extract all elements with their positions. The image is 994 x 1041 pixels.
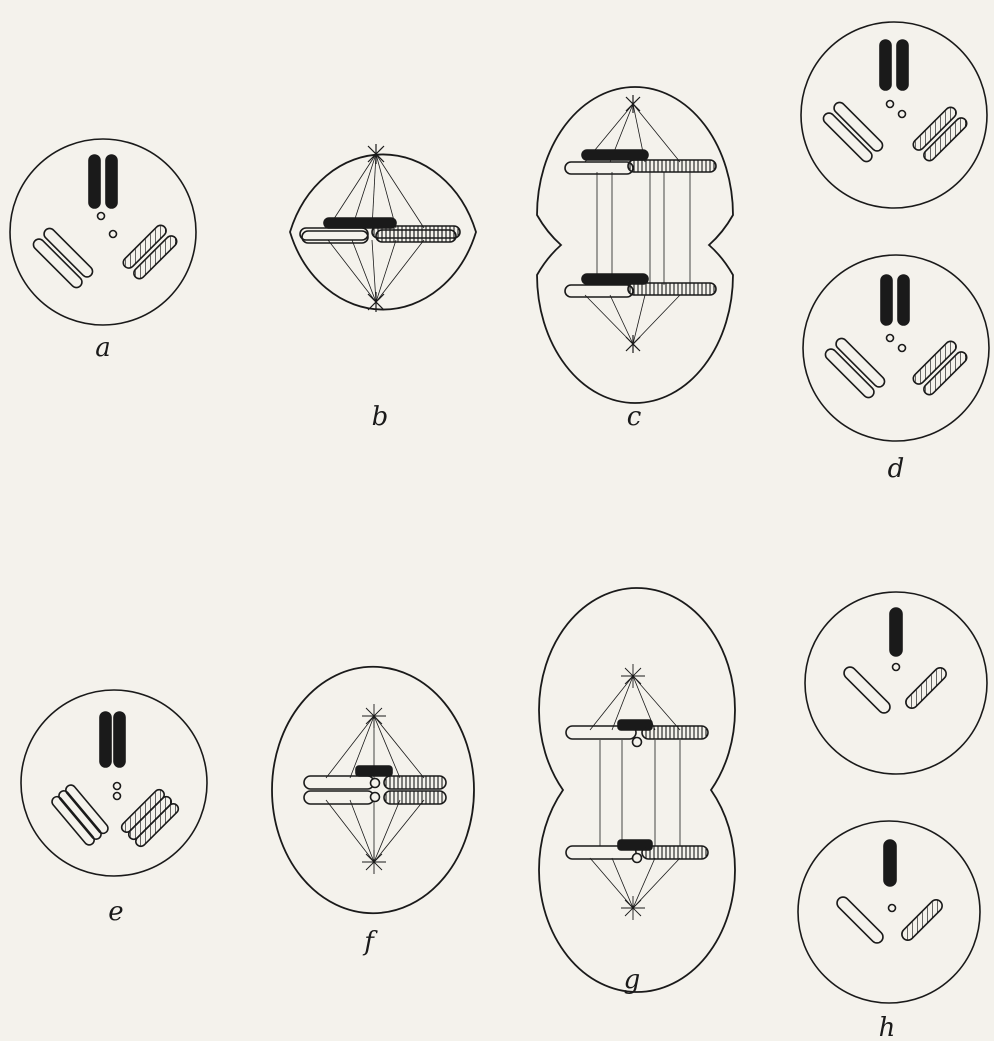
cell-membrane — [539, 588, 735, 992]
panel-label-c: c — [627, 402, 642, 432]
centromere — [371, 779, 380, 788]
centriole — [114, 793, 121, 800]
cell-membrane — [803, 255, 989, 441]
panel-c — [537, 87, 733, 403]
panel-d — [801, 22, 989, 441]
panel-label-g: g — [624, 965, 641, 995]
centriole — [98, 213, 105, 220]
cell-membrane — [272, 667, 474, 913]
centriole — [893, 664, 900, 671]
centromere — [633, 738, 642, 747]
panel-a — [10, 139, 196, 325]
panel-label-e: e — [108, 897, 123, 927]
panel-b — [290, 144, 476, 312]
spindle — [585, 104, 690, 344]
centromere — [633, 854, 642, 863]
centriole — [110, 231, 117, 238]
centromere — [371, 793, 380, 802]
centriole — [899, 345, 906, 352]
centriole — [887, 101, 894, 108]
panel-label-f: f — [362, 927, 378, 957]
panel-label-a: a — [95, 333, 111, 363]
cell-membrane — [10, 139, 196, 325]
panel-label-d: d — [888, 454, 905, 484]
panel-label-b: b — [372, 402, 389, 432]
panel-f — [272, 667, 474, 913]
panel-e — [21, 690, 207, 876]
centriole — [887, 335, 894, 342]
centriole — [889, 905, 896, 912]
spindle — [590, 676, 680, 908]
cell-membrane — [801, 22, 987, 208]
panel-g — [539, 588, 735, 992]
panel-label-h: h — [879, 1013, 896, 1041]
centriole — [114, 783, 121, 790]
centriole — [899, 111, 906, 118]
cell-membrane — [537, 87, 733, 403]
panel-h — [798, 592, 987, 1003]
